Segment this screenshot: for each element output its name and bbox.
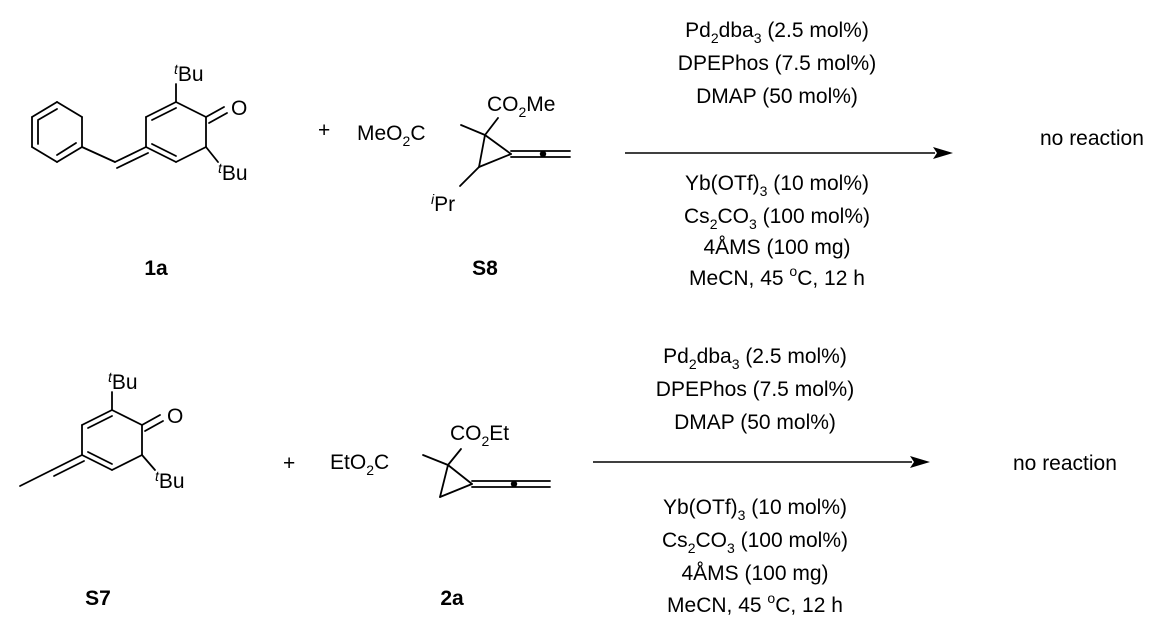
- quinone-ring: [145, 83, 228, 163]
- tbu-top-label: tBu: [108, 369, 138, 394]
- base-condition: Cs2CO3 (100 mol%): [662, 529, 848, 556]
- lewis-acid-condition: Yb(OTf)3 (10 mol%): [685, 172, 869, 199]
- sieves-condition: 4ÅMS (100 mg): [681, 562, 828, 585]
- allene-center-dot: [510, 480, 518, 488]
- additive-condition: DMAP (50 mol%): [696, 85, 858, 108]
- result-text: no reaction: [1013, 452, 1117, 475]
- conditions-below: Yb(OTf)3 (10 mol%) Cs2CO3 (100 mol%) 4ÅM…: [684, 172, 870, 290]
- ligand-condition: DPEPhos (7.5 mol%): [678, 52, 876, 75]
- substrate-1a-structure: O tBu tBu: [31, 61, 248, 185]
- ester-left-label: EtO2C: [330, 451, 389, 478]
- isopropyl-label: iPr: [431, 191, 455, 216]
- oxygen-atom: O: [167, 405, 183, 428]
- compound-label-2a: 2a: [440, 587, 464, 610]
- quinone-ring: [81, 391, 164, 471]
- tbu-bottom-label: tBu: [155, 468, 185, 493]
- base-condition: Cs2CO3 (100 mol%): [684, 205, 870, 232]
- catalyst-condition: Pd2dba3 (2.5 mol%): [685, 19, 869, 46]
- substrate-s7-structure: O tBu tBu: [19, 369, 185, 493]
- plus-sign: +: [283, 452, 295, 475]
- conditions-above: Pd2dba3 (2.5 mol%) DPEPhos (7.5 mol%) DM…: [678, 19, 876, 108]
- partner-s8-structure: MeO2C CO2Me iPr: [357, 93, 571, 216]
- compound-label-1a: 1a: [144, 257, 168, 280]
- plus-sign: +: [318, 119, 330, 142]
- ester-left-label: MeO2C: [357, 122, 425, 149]
- tbu-top-label: tBu: [174, 61, 204, 86]
- oxygen-atom: O: [231, 97, 247, 120]
- compound-label-s7: S7: [85, 587, 111, 610]
- catalyst-condition: Pd2dba3 (2.5 mol%): [663, 345, 847, 372]
- tbu-bottom-label: tBu: [218, 160, 248, 185]
- sieves-condition: 4ÅMS (100 mg): [703, 236, 850, 259]
- phenyl-ring: [31, 101, 83, 163]
- solvent-temp-condition: MeCN, 45 oC, 12 h: [689, 263, 865, 290]
- ligand-condition: DPEPhos (7.5 mol%): [656, 378, 854, 401]
- conditions-below: Yb(OTf)3 (10 mol%) Cs2CO3 (100 mol%) 4ÅM…: [662, 496, 848, 617]
- allene-center-dot: [539, 150, 547, 158]
- reaction-arrow: [593, 456, 930, 468]
- additive-condition: DMAP (50 mol%): [674, 411, 836, 434]
- reaction-2: O tBu tBu S7 + EtO2C CO2Et 2a Pd2dba3 (2…: [19, 345, 1117, 617]
- ester-top-label: CO2Me: [487, 93, 555, 120]
- reaction-1: O tBu tBu 1a + MeO2C CO2Me iPr S8: [31, 19, 1144, 290]
- result-text: no reaction: [1040, 127, 1144, 150]
- ester-top-label: CO2Et: [450, 422, 509, 449]
- reaction-arrow: [625, 147, 953, 159]
- conditions-above: Pd2dba3 (2.5 mol%) DPEPhos (7.5 mol%) DM…: [656, 345, 854, 434]
- lewis-acid-condition: Yb(OTf)3 (10 mol%): [663, 496, 847, 523]
- solvent-temp-condition: MeCN, 45 oC, 12 h: [667, 590, 843, 617]
- compound-label-s8: S8: [472, 257, 498, 280]
- partner-2a-structure: EtO2C CO2Et: [330, 422, 551, 498]
